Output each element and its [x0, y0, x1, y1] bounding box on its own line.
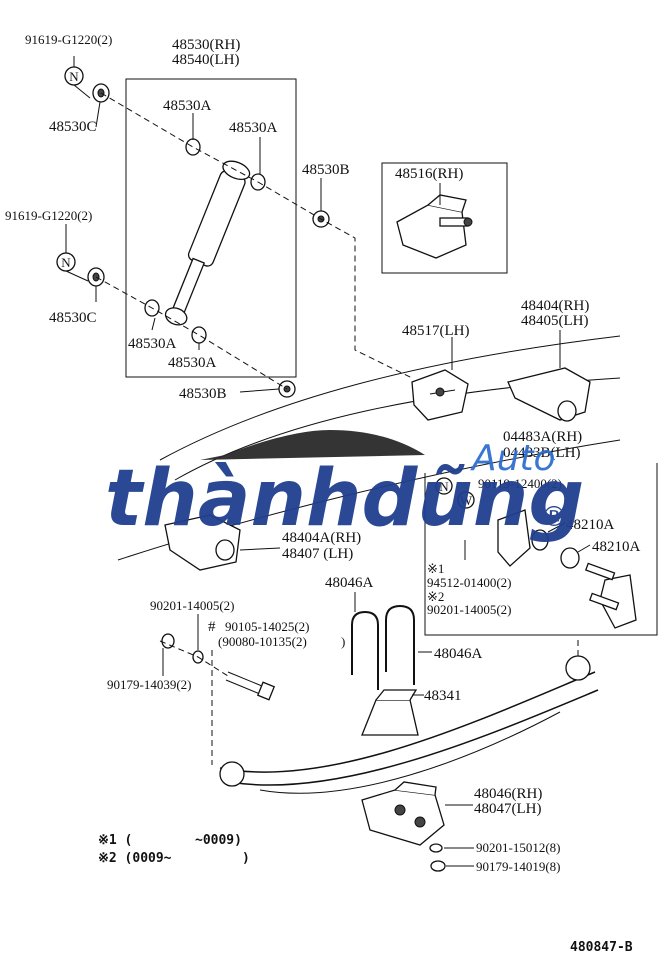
label-hash-marker: #	[208, 619, 216, 635]
label-48540-lh: 48540(LH)	[172, 52, 240, 68]
label-90201-15012: 90201-15012(8)	[476, 840, 561, 855]
nut-90179-14039	[161, 633, 175, 649]
leaders-48210a	[547, 522, 591, 553]
label-48530a-3: 48530A	[128, 336, 177, 352]
watermark-logo: thànhdũng Auto ®	[105, 430, 584, 544]
label-90119: 90119-12400(2)	[478, 476, 562, 491]
label-48530a-2: 48530A	[229, 120, 278, 136]
label-48046a-2: 48046A	[434, 646, 483, 662]
label-90105: 90105-14025(2)	[225, 619, 310, 634]
leaders-shock-lower	[95, 101, 280, 393]
diagram-id: 480847-B	[570, 940, 633, 955]
label-note-mark-1: ※1	[427, 561, 444, 576]
bushing-48210a-1	[531, 529, 549, 551]
watermark-text: thànhdũng	[105, 454, 584, 544]
nut-marker-top-text: N	[69, 69, 79, 84]
label-90179-left: 90179-14039(2)	[107, 677, 192, 692]
leader-48404a	[239, 547, 281, 551]
label-48210a-1: 48210A	[566, 517, 615, 533]
bushing-48530c-top	[92, 83, 110, 103]
u-bolt-front	[351, 610, 379, 690]
label-48530a-1: 48530A	[163, 98, 212, 114]
shackle-group-box	[424, 463, 658, 636]
label-48047-lh: 48047(LH)	[474, 801, 542, 817]
watermark-sub: Auto	[470, 438, 556, 479]
bushing-48530a-1	[185, 138, 201, 156]
label-48341: 48341	[424, 688, 462, 704]
label-48530c-top: 48530C	[49, 119, 97, 135]
bracket-48516-box	[381, 162, 508, 274]
label-91619-top: 91619-G1220(2)	[25, 32, 112, 47]
label-48046-rh: 48046(RH)	[474, 786, 542, 802]
label-48530a-4: 48530A	[168, 355, 217, 371]
label-48530c-mid: 48530C	[49, 310, 97, 326]
label-48517: 48517(LH)	[402, 323, 470, 339]
shock-absorber	[164, 160, 251, 326]
label-48210a-2: 48210A	[592, 539, 641, 555]
watermark-car-silhouette	[200, 430, 425, 460]
assembly-line-shock-bottom	[95, 276, 288, 390]
note-2: ※2 (0009~ )	[98, 851, 250, 866]
spring-hanger-48404	[507, 367, 591, 422]
bracket-48517	[411, 369, 469, 421]
leaders-front-bolt	[162, 614, 199, 676]
label-48516: 48516(RH)	[395, 166, 463, 182]
watermark-registered: ®	[540, 500, 568, 533]
spring-seat-48046	[361, 781, 445, 846]
nut-marker-top: N	[64, 66, 84, 86]
spacer-48341	[361, 689, 419, 736]
label-48530b-bot: 48530B	[179, 386, 227, 402]
nut-marker-shackle: N	[435, 477, 453, 495]
label-48046a-1: 48046A	[325, 575, 374, 591]
label-note-mark-2: ※2	[427, 589, 444, 604]
leader-91619-mid	[65, 224, 89, 282]
shackle-plate-left	[497, 509, 531, 567]
nut-marker-shackle-text: N	[439, 479, 449, 494]
label-04483a: 04483A(RH)	[503, 429, 582, 445]
shock-absorber-group-box	[125, 78, 297, 378]
leaders-seat-hardware	[444, 847, 474, 867]
label-48405: 48405(LH)	[521, 313, 589, 329]
label-94512: 94512-01400(2)	[427, 575, 512, 590]
bushing-48210a-2	[560, 547, 580, 569]
label-48530b-top: 48530B	[302, 162, 350, 178]
nut-marker-mid: N	[56, 252, 76, 272]
label-90080: (90080-10135(2)	[218, 634, 307, 649]
spring-bracket-48404a	[164, 514, 241, 571]
frame-rail-upper	[159, 335, 621, 461]
label-90080-paren-close: )	[341, 634, 345, 649]
label-90201-right: 90201-14005(2)	[427, 602, 512, 617]
label-04483b: 04483B(LH)	[503, 445, 581, 461]
leaders-48046a	[354, 592, 432, 653]
assembly-line-front-bolt	[159, 640, 229, 677]
bracket-48516	[396, 194, 473, 259]
washer-marker-shackle: W	[457, 491, 475, 509]
label-91619-mid: 91619-G1220(2)	[5, 208, 92, 223]
label-48404a: 48404A(RH)	[282, 530, 361, 546]
note-1: ※1 ( ~0009)	[98, 833, 242, 848]
nut-marker-mid-text: N	[61, 255, 71, 270]
nut-90179-14019	[430, 860, 446, 872]
bushing-48530c-mid	[87, 267, 105, 287]
label-48530-rh: 48530(RH)	[172, 37, 240, 53]
label-48407: 48407 (LH)	[282, 546, 353, 562]
shackle-plate-right	[584, 562, 637, 629]
u-bolt-rear	[385, 604, 415, 685]
washer-90201-15012	[429, 843, 443, 853]
bushing-48530a-4	[191, 326, 207, 344]
assembly-line-shock-top	[100, 92, 413, 379]
leaders-shock-bushings	[192, 113, 322, 211]
bolt-90105-14025	[225, 671, 276, 701]
washer-marker-shackle-text: W	[460, 493, 473, 508]
label-90179-14019: 90179-14019(8)	[476, 859, 561, 874]
label-48404: 48404(RH)	[521, 298, 589, 314]
leader-91619-top	[73, 56, 91, 99]
label-90201-left: 90201-14005(2)	[150, 598, 235, 613]
